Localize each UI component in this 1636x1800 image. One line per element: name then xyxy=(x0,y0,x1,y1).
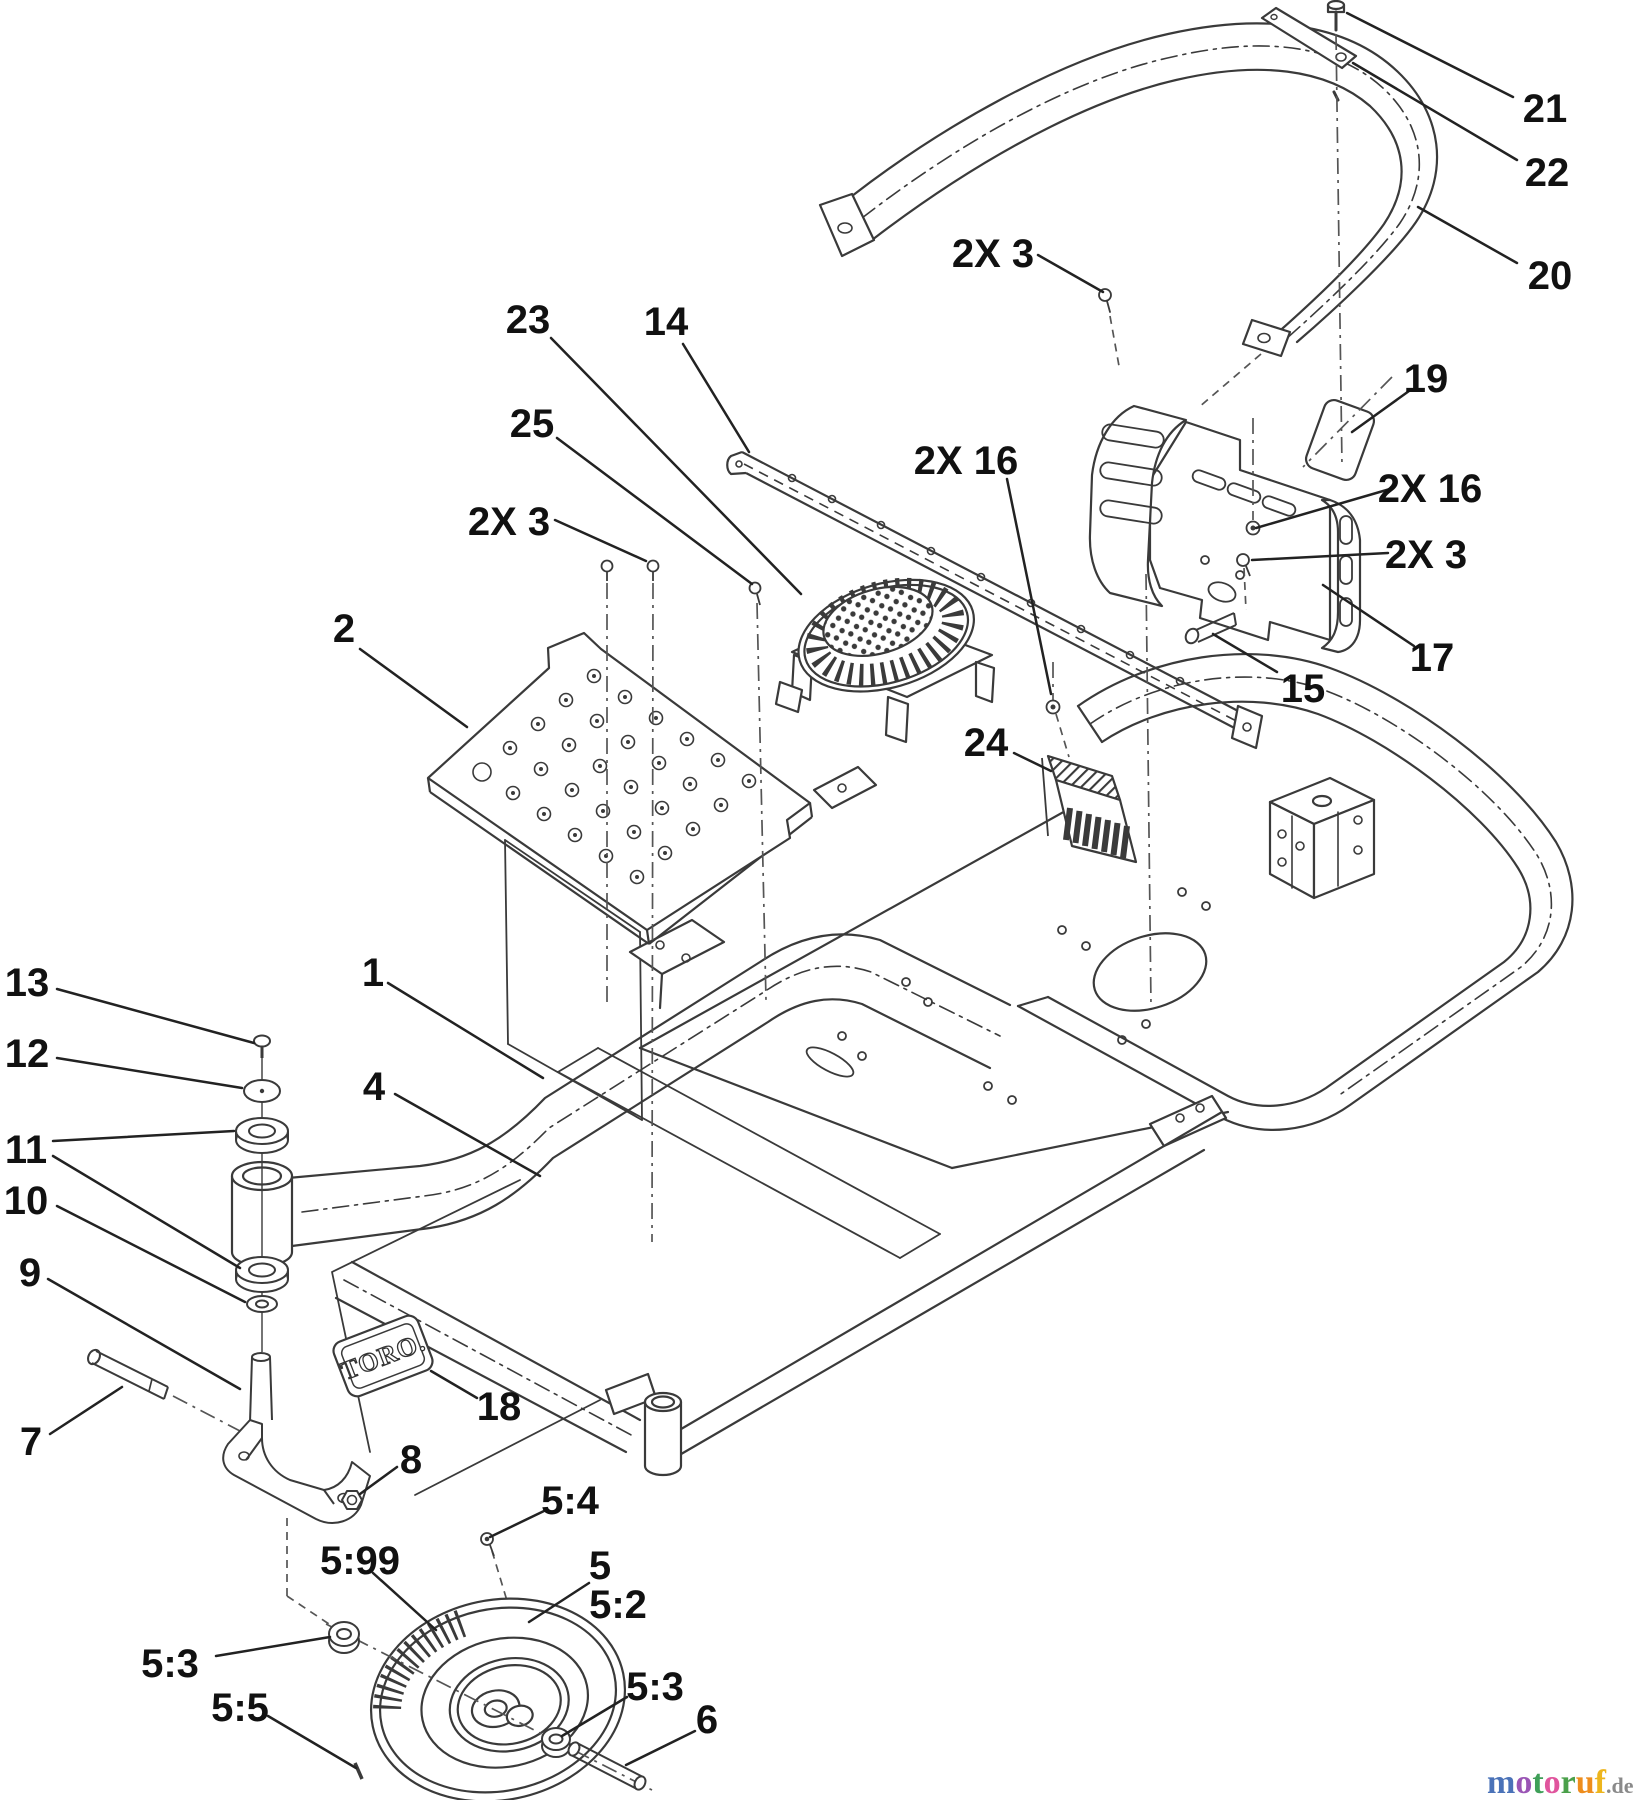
bolt-part-13 xyxy=(253,1034,271,1058)
wm-letter: f xyxy=(1595,1764,1607,1800)
air-cleaner-parts-23-25 xyxy=(748,577,996,744)
callout-5-3-left: 5:3 xyxy=(141,1642,199,1686)
callout-23: 23 xyxy=(506,298,551,342)
callout-2x3-left: 2X 3 xyxy=(468,500,550,544)
callout-11: 11 xyxy=(5,1128,47,1172)
bearing-part-11-lower xyxy=(235,1256,289,1293)
wm-letter: o xyxy=(1544,1764,1561,1800)
callout-15: 15 xyxy=(1281,667,1326,711)
bearing-part-11-upper xyxy=(235,1117,289,1154)
floor-plate-part-2 xyxy=(426,631,814,945)
bolt-part-15 xyxy=(1184,612,1237,645)
callout-5-4: 5:4 xyxy=(541,1479,600,1523)
callout-5: 5 xyxy=(589,1544,611,1588)
wm-suffix: .de xyxy=(1606,1773,1634,1798)
plate-screws-2x3 xyxy=(600,559,660,581)
air-cleaner-dome xyxy=(797,577,975,693)
callout-5-5: 5:5 xyxy=(211,1686,269,1730)
callout-2x16-right: 2X 16 xyxy=(1378,467,1483,511)
pin-5-5 xyxy=(353,1762,364,1780)
callout-19: 19 xyxy=(1404,357,1449,401)
axle-part-6 xyxy=(567,1741,647,1791)
center-nut-2x16 xyxy=(1045,699,1061,715)
axle-part-7 xyxy=(87,1348,169,1400)
callout-14: 14 xyxy=(644,300,689,344)
right-caster-socket xyxy=(604,1372,683,1477)
motoruf-watermark: motoruf.de xyxy=(1487,1764,1634,1800)
callout-8: 8 xyxy=(400,1438,422,1482)
callout-7: 7 xyxy=(20,1420,42,1464)
toro-decal-part-18: TORO. xyxy=(332,1314,434,1398)
callout-2x3-right: 2X 3 xyxy=(1385,533,1467,577)
valve-stem-5-4 xyxy=(480,1532,495,1557)
frame-part-1 xyxy=(230,653,1574,1496)
tire-tread-5-99 xyxy=(373,1609,467,1710)
caster-wheel-part-5 xyxy=(369,1597,627,1800)
callout-12: 12 xyxy=(5,1032,50,1076)
roll-bar-part-20 xyxy=(818,0,1439,358)
callout-18: 18 xyxy=(477,1385,522,1429)
callout-6: 6 xyxy=(696,1698,718,1742)
bushing-5-3-right xyxy=(541,1727,571,1758)
bushing-5-3-left xyxy=(328,1621,360,1654)
washer-part-10 xyxy=(246,1295,278,1313)
wheel-hardware xyxy=(328,1621,647,1791)
callout-5-3-right: 5:3 xyxy=(626,1665,684,1709)
callout-10: 10 xyxy=(4,1179,49,1223)
wm-letter: r xyxy=(1561,1764,1576,1800)
callout-1: 1 xyxy=(362,951,384,995)
wm-letter: t xyxy=(1532,1764,1544,1800)
callout-21: 21 xyxy=(1523,87,1568,131)
callout-5-99: 5:99 xyxy=(320,1539,400,1583)
leader-lines xyxy=(46,11,1519,1770)
callout-22: 22 xyxy=(1525,151,1570,195)
strap-part-22 xyxy=(1260,6,1358,70)
callout-2: 2 xyxy=(333,607,355,651)
callout-25: 25 xyxy=(510,402,555,446)
wm-letter: o xyxy=(1515,1764,1532,1800)
callout-17: 17 xyxy=(1410,636,1455,680)
callout-20: 20 xyxy=(1528,254,1573,298)
callout-9: 9 xyxy=(19,1251,41,1295)
callout-24: 24 xyxy=(964,721,1009,765)
callout-2x16-center: 2X 16 xyxy=(914,439,1019,483)
nut-part-8 xyxy=(341,1490,363,1510)
callout-5-2: 5:2 xyxy=(589,1583,647,1627)
callout-2x3-top: 2X 3 xyxy=(952,232,1034,276)
callout-13: 13 xyxy=(5,961,50,1005)
wm-letter: m xyxy=(1487,1764,1515,1800)
guard-parts-17-19 xyxy=(1088,398,1376,654)
callout-labels: 21 22 20 19 2X 16 2X 3 17 2X 3 23 14 25 … xyxy=(4,87,1573,1742)
caster-hardware xyxy=(87,1034,371,1524)
construction-lines xyxy=(172,33,1393,1627)
wm-letter: u xyxy=(1576,1764,1595,1800)
heat-shield-part-24 xyxy=(1041,754,1138,864)
callout-4: 4 xyxy=(363,1065,386,1109)
cross-rail-part-14 xyxy=(726,450,1264,750)
label-plate-19 xyxy=(1304,398,1376,482)
